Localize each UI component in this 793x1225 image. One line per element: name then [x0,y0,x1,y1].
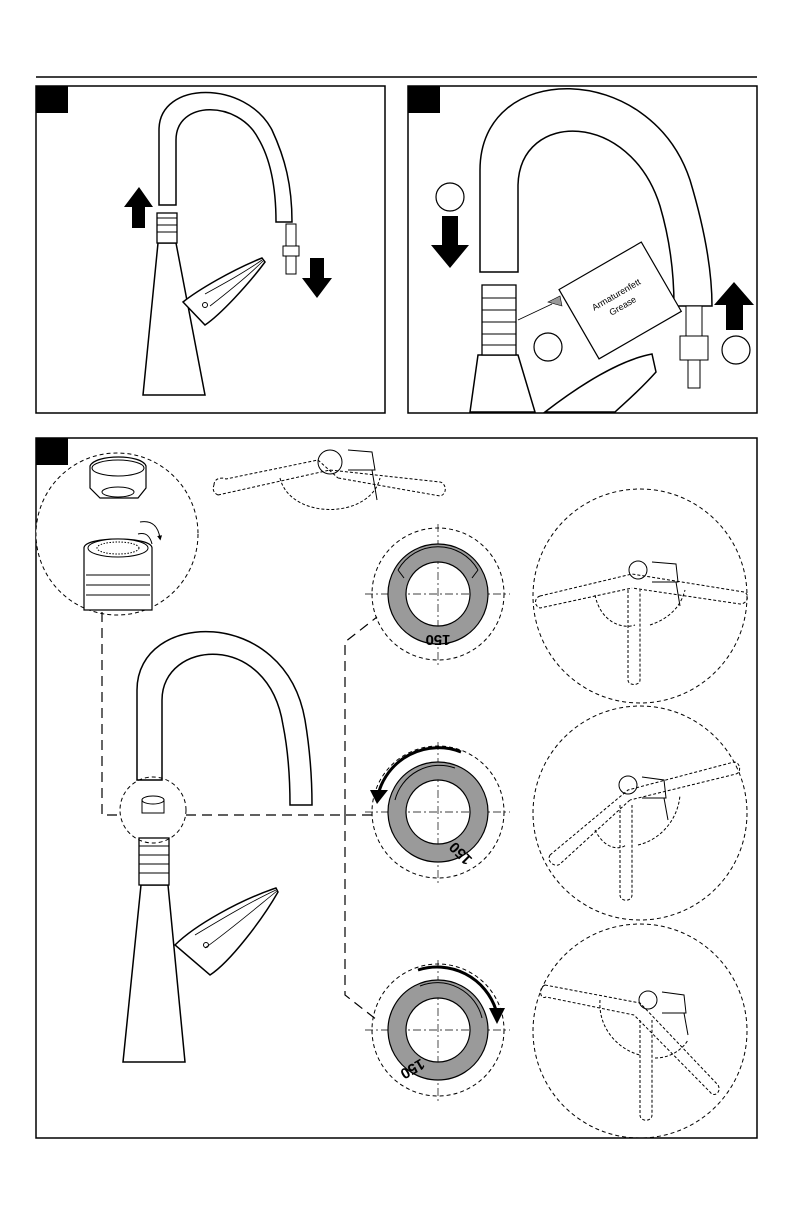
step-badge [408,86,440,113]
spout-connector [482,285,516,355]
panel-step-3: 150 150 150 [36,438,757,1138]
panel-step-1 [36,86,385,413]
callout-circle [722,336,750,364]
callout-circle [436,183,464,211]
ring-label: 150 [425,631,450,648]
spout-connector [139,838,169,885]
detail-circle-adapter [36,453,198,615]
step-badge [36,86,68,113]
panel-step-2: Armaturenfett Grease [408,86,757,413]
step-badge [36,438,68,465]
callout-circle [534,333,562,361]
spout-connector [157,213,177,243]
